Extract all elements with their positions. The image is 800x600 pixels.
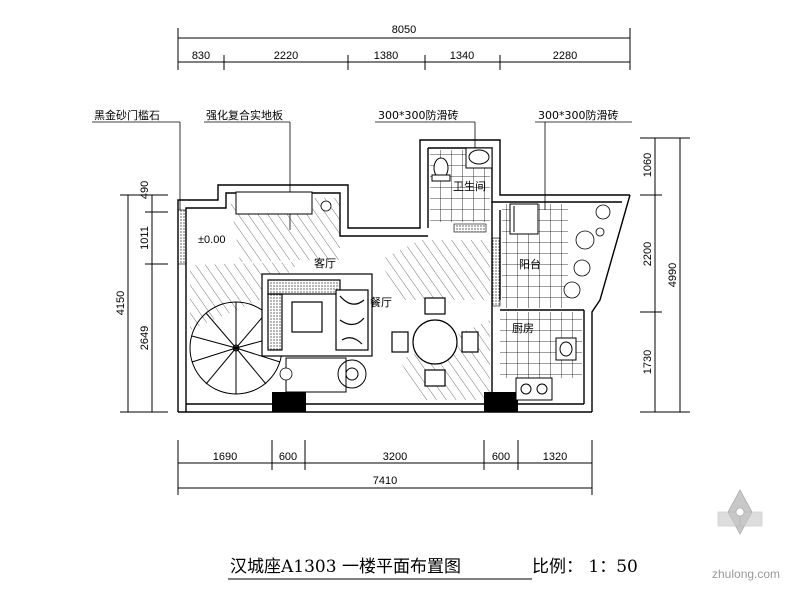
dining-table (391, 297, 479, 387)
bottom-dim-3: 3200 (383, 451, 407, 463)
right-dim-2: 2200 (642, 242, 654, 266)
callout-leaders (92, 121, 632, 230)
room-label-kitchen: 厨房 (512, 322, 534, 335)
potted-plant (279, 200, 332, 381)
round-rug (285, 357, 367, 393)
left-dim-1: 490 (139, 181, 151, 199)
column-2 (484, 392, 518, 412)
left-dimensions (120, 194, 168, 413)
callout-threshold: 黑金砂门槛石 (94, 108, 160, 122)
kitchen-fixtures (515, 337, 577, 401)
tv-cabinet (235, 191, 313, 215)
bath-threshold (453, 223, 487, 233)
watermark-logo (717, 489, 763, 535)
bottom-dim-2: 600 (279, 451, 297, 463)
left-dim-3: 2649 (139, 326, 151, 350)
threshold-stone (177, 209, 187, 265)
room-label-bath: 卫生间 (453, 179, 486, 193)
bottom-dim-4: 600 (492, 451, 510, 463)
drawing-title: 汉城座A1303 一楼平面布置图 (230, 557, 461, 577)
left-total-dim: 4150 (115, 291, 127, 315)
room-label-living: 客厅 (314, 256, 336, 270)
bathroom-fixtures (431, 147, 493, 182)
balcony-plants (563, 204, 611, 299)
balcony-threshold (491, 237, 501, 307)
callout-tile-balcony: 300*300防滑砖 (538, 108, 619, 122)
sofa-set (261, 273, 373, 357)
bottom-dimensions (177, 440, 593, 495)
washing-machine (509, 203, 539, 235)
top-dim-4: 1340 (450, 50, 474, 62)
right-total-dim: 4990 (667, 263, 679, 287)
bottom-dim-5: 1320 (543, 451, 567, 463)
left-dim-2: 1011 (139, 226, 151, 250)
floor-level-mark: ±0.00 (198, 234, 225, 246)
callout-floor: 强化复合实地板 (206, 108, 283, 122)
bottom-dim-1: 1690 (213, 451, 237, 463)
dining-floor-hatch (380, 240, 490, 300)
right-dimensions (640, 137, 690, 413)
top-dim-2: 2220 (274, 50, 298, 62)
room-label-balcony: 阳台 (519, 257, 541, 271)
column-1 (272, 392, 306, 412)
top-dim-1: 830 (192, 50, 210, 62)
callout-tile-bath: 300*300防滑砖 (378, 108, 459, 122)
top-dim-3: 1380 (374, 50, 398, 62)
right-dim-3: 1730 (642, 350, 654, 374)
top-dimensions (177, 28, 631, 70)
right-dim-1: 1060 (642, 153, 654, 177)
room-label-dining: 餐厅 (370, 295, 392, 309)
drawing-scale: 比例： 1：50 (532, 557, 638, 577)
watermark-text: zhulong.com (712, 567, 780, 581)
bottom-total-dim: 7410 (373, 475, 397, 487)
top-total-dim: 8050 (392, 24, 416, 36)
top-dim-5: 2280 (553, 50, 577, 62)
